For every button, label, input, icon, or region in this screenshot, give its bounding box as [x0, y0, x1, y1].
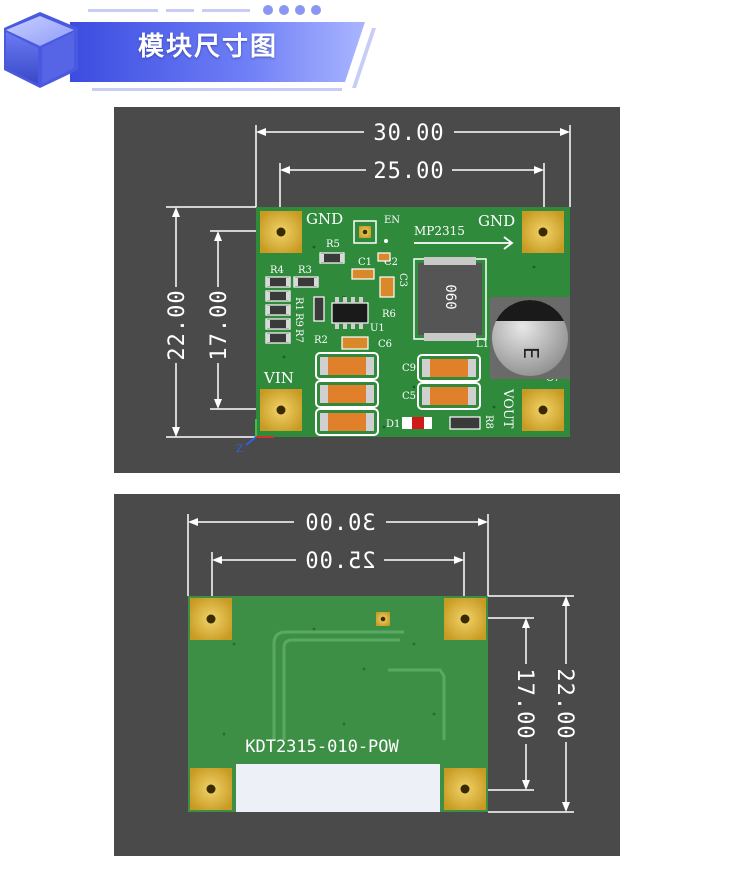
banner-graphic [4, 5, 376, 91]
pad-vin [260, 389, 302, 431]
pad-bottom-tr [444, 598, 486, 640]
silk-c6: C6 [378, 339, 392, 350]
resistor-r8 [449, 416, 481, 430]
pad-en [353, 220, 388, 244]
header-banner: 模块尺寸图 [0, 0, 750, 110]
silk-gnd-left: GND [306, 210, 343, 228]
silk-d1: D1 [386, 419, 400, 430]
silk-r3: R3 [298, 265, 312, 276]
silk-r9: R9 [293, 313, 304, 327]
silk-u1: U1 [370, 323, 385, 334]
silk-l1: L1 [476, 339, 489, 350]
pad-gnd-left [260, 211, 302, 253]
pad-gnd-right [522, 211, 564, 253]
capacitor-marking: E [519, 347, 543, 359]
dim-pad-height-bottom: 17.00 [512, 668, 537, 739]
silk-chip: MP2315 [414, 224, 465, 238]
pad-bottom-small [376, 612, 390, 626]
dim-pad-height: 17.00 [207, 289, 232, 360]
silk-r4: R4 [270, 265, 284, 276]
pad-bottom-bl [190, 768, 232, 810]
silk-r6: R6 [382, 309, 396, 320]
silk-c1: C1 [358, 257, 372, 268]
bottom-view-drawing: 30.00 25.00 22.00 17.00 [187, 511, 577, 813]
small-caps [341, 252, 395, 350]
page-title: 模块尺寸图 [138, 32, 279, 62]
inductor-l1: 060 [413, 257, 487, 341]
dim-outer-height: 22.00 [165, 289, 190, 360]
electrolytic-capacitor: E [490, 297, 570, 379]
pad-vout [522, 389, 564, 431]
silk-r7: R7 [293, 329, 304, 343]
silk-c5: C5 [402, 391, 416, 402]
arrow-right-icon [414, 236, 514, 250]
silk-gnd-right: GND [478, 212, 515, 230]
ic-mp2315 [331, 297, 369, 329]
silk-c2: C2 [384, 257, 398, 268]
axis-z-label: Z [236, 444, 243, 455]
bottom-view-panel: 30.00 25.00 22.00 17.00 [114, 494, 620, 856]
copper-trace [272, 630, 446, 740]
dim-outer-width: 30.00 [373, 121, 444, 146]
silk-en: EN [384, 215, 400, 226]
resistor-array [265, 252, 345, 344]
label-sticker-area [236, 764, 440, 812]
dim-outer-width-bottom: 30.00 [304, 511, 375, 536]
top-view-panel: 30.00 25.00 22.00 17.00 [114, 107, 620, 473]
pad-bottom-br [444, 768, 486, 810]
silk-vin: VIN [263, 369, 294, 387]
module-label: KDT2315-010-POW [245, 737, 399, 757]
inductor-marking: 060 [442, 284, 458, 309]
dim-pad-width: 25.00 [373, 159, 444, 184]
input-capacitors [315, 352, 379, 436]
silk-vout: VOUT [500, 388, 515, 429]
pad-bottom-tl [190, 598, 232, 640]
output-capacitors [417, 354, 481, 410]
silk-r8: R8 [483, 415, 494, 429]
silk-c3: C3 [397, 273, 408, 287]
dim-pad-width-bottom: 25.00 [304, 549, 375, 574]
silk-r1: R1 [293, 297, 304, 311]
axis-indicator: Z [236, 419, 274, 455]
diode-d1 [402, 417, 432, 429]
cube-icon [4, 12, 78, 88]
dim-outer-height-bottom: 22.00 [552, 668, 577, 739]
top-view-drawing: 30.00 25.00 22.00 17.00 [165, 121, 571, 455]
silk-r5: R5 [326, 239, 340, 250]
silk-r2: R2 [314, 335, 328, 346]
silk-c9: C9 [402, 363, 416, 374]
